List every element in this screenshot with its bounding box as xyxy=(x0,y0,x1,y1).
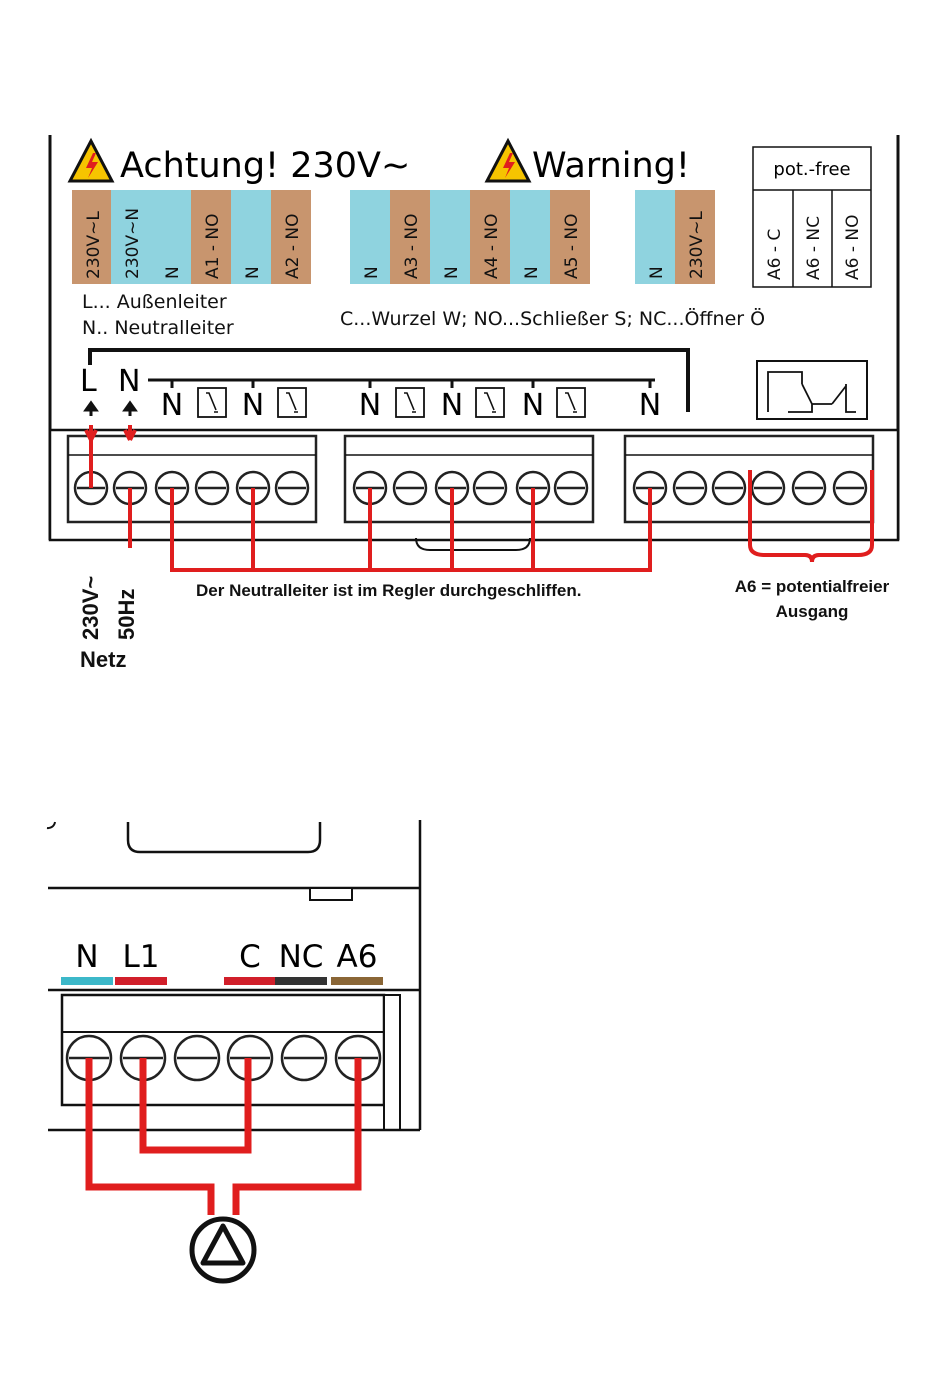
terminal-screw xyxy=(194,470,230,506)
terminal-color-bar xyxy=(275,977,327,985)
mains-wiring xyxy=(84,425,137,548)
bottom-terminal-label: N xyxy=(75,939,98,975)
terminal-color-bar xyxy=(115,977,167,985)
terminal-label-bg xyxy=(231,190,271,284)
warning-icon xyxy=(67,137,115,183)
terminal-screw xyxy=(750,470,786,506)
neutral-note: Der Neutralleiter ist im Regler durchges… xyxy=(196,581,581,600)
pump-wiring xyxy=(85,1058,362,1215)
legend-contacts: C...Wurzel W; NO...Schließer S; NC...Öff… xyxy=(340,307,765,330)
warning-icon xyxy=(484,137,532,183)
mains-voltage-label: 230V~ xyxy=(78,576,103,640)
switch-icon xyxy=(197,387,227,418)
terminal-color-bar xyxy=(331,977,383,985)
terminal-screw xyxy=(392,470,428,506)
terminal-label-strip: 230V~L 230V~N N A1 - NO N A2 - NO N A3 - NO N A4 … xyxy=(72,190,715,284)
legend-outer-conductor: L... Außenleiter xyxy=(82,291,227,313)
terminal-label-bg xyxy=(151,190,191,284)
neutral-letter: N xyxy=(522,388,544,423)
terminal-screw xyxy=(280,1034,328,1082)
mains-net-label: Netz xyxy=(80,647,126,672)
terminal-label: N xyxy=(163,266,183,279)
bottom-terminal-label: NC xyxy=(279,939,324,975)
switch-symbols xyxy=(197,387,586,418)
terminal-screws-top xyxy=(73,470,868,506)
terminal-color-bar xyxy=(61,977,113,985)
a6-note-line2: Ausgang xyxy=(776,602,849,621)
input-letter-n: N xyxy=(118,364,140,399)
terminal-label: 230V~L xyxy=(687,211,707,279)
arrow-up-icon xyxy=(122,400,138,416)
device-bottom-housing xyxy=(46,820,422,1132)
terminal-label-bg xyxy=(430,190,470,284)
terminal-label: N xyxy=(442,266,462,279)
a6-bracket xyxy=(748,470,874,563)
warning-title: Achtung! 230V~ xyxy=(120,146,410,186)
terminal-label: A3 - NO xyxy=(402,214,422,280)
terminal-label-bg xyxy=(271,190,311,284)
neutral-letter: N xyxy=(359,388,381,423)
legend-neutral-conductor: N.. Neutralleiter xyxy=(82,317,234,339)
pot-free-terminal-label: A6 - C xyxy=(765,229,785,280)
neutral-wiring xyxy=(170,488,652,572)
warning-title-en: Warning! xyxy=(532,146,690,186)
terminal-label: A2 - NO xyxy=(283,214,303,280)
terminal-screw xyxy=(553,470,589,506)
terminal-color-bar xyxy=(224,977,276,985)
terminal-screw xyxy=(832,470,868,506)
neutral-bus-bar xyxy=(88,348,690,412)
mains-frequency-label: 50Hz xyxy=(114,589,139,640)
pot-free-box xyxy=(752,146,872,288)
terminal-label-bg xyxy=(635,190,675,284)
switch-icon xyxy=(277,387,307,418)
input-letter-l: L xyxy=(80,364,97,399)
terminal-screw xyxy=(173,1034,221,1082)
pot-free-labels: A6 - C A6 - NC A6 - NO xyxy=(765,215,863,281)
bottom-terminal-label: L1 xyxy=(123,939,160,975)
neutral-letter: N xyxy=(441,388,463,423)
terminal-label: N xyxy=(522,266,542,279)
a6-note-line1: A6 = potentialfreier xyxy=(735,577,890,596)
pot-free-label: pot.-free xyxy=(773,159,850,180)
terminal-label-bg xyxy=(550,190,590,284)
pump-icon xyxy=(189,1216,257,1284)
neutral-letter: N xyxy=(242,388,264,423)
terminal-screw xyxy=(672,470,708,506)
terminal-label-bg xyxy=(675,190,715,284)
terminal-label: N xyxy=(647,266,667,279)
terminal-label-bg xyxy=(72,190,112,284)
terminal-screw xyxy=(274,470,310,506)
bottom-terminal-labels: N L1 C NC A6 xyxy=(61,939,383,985)
neutral-letter: N xyxy=(639,388,661,423)
switch-icon xyxy=(556,387,586,418)
bottom-terminal-label: A6 xyxy=(337,939,378,975)
terminal-label-bg xyxy=(350,190,390,284)
terminal-label: N xyxy=(243,266,263,279)
terminal-label: A5 - NO xyxy=(562,214,582,280)
pot-free-terminal-label: A6 - NO xyxy=(843,215,863,281)
terminal-screw xyxy=(711,470,747,506)
terminal-label-bg xyxy=(510,190,550,284)
terminal-label-bg xyxy=(111,190,151,284)
neutral-letter: N xyxy=(161,388,183,423)
terminal-label-bg xyxy=(470,190,510,284)
terminal-label: 230V~N xyxy=(123,208,143,279)
terminal-screw xyxy=(472,470,508,506)
terminal-screw xyxy=(791,470,827,506)
bottom-terminal-label: C xyxy=(239,939,261,975)
relay-contact-icon xyxy=(756,360,868,420)
terminal-label: A4 - NO xyxy=(482,214,502,280)
pot-free-terminal-label: A6 - NC xyxy=(804,216,824,280)
terminal-label-bg xyxy=(191,190,231,284)
terminal-label: 230V~L xyxy=(84,211,104,279)
terminal-label-bg xyxy=(390,190,430,284)
terminal-label: A1 - NO xyxy=(203,214,223,280)
switch-icon xyxy=(395,387,425,418)
terminal-label: N xyxy=(362,266,382,279)
switch-icon xyxy=(475,387,505,418)
arrow-up-icon xyxy=(83,400,99,416)
